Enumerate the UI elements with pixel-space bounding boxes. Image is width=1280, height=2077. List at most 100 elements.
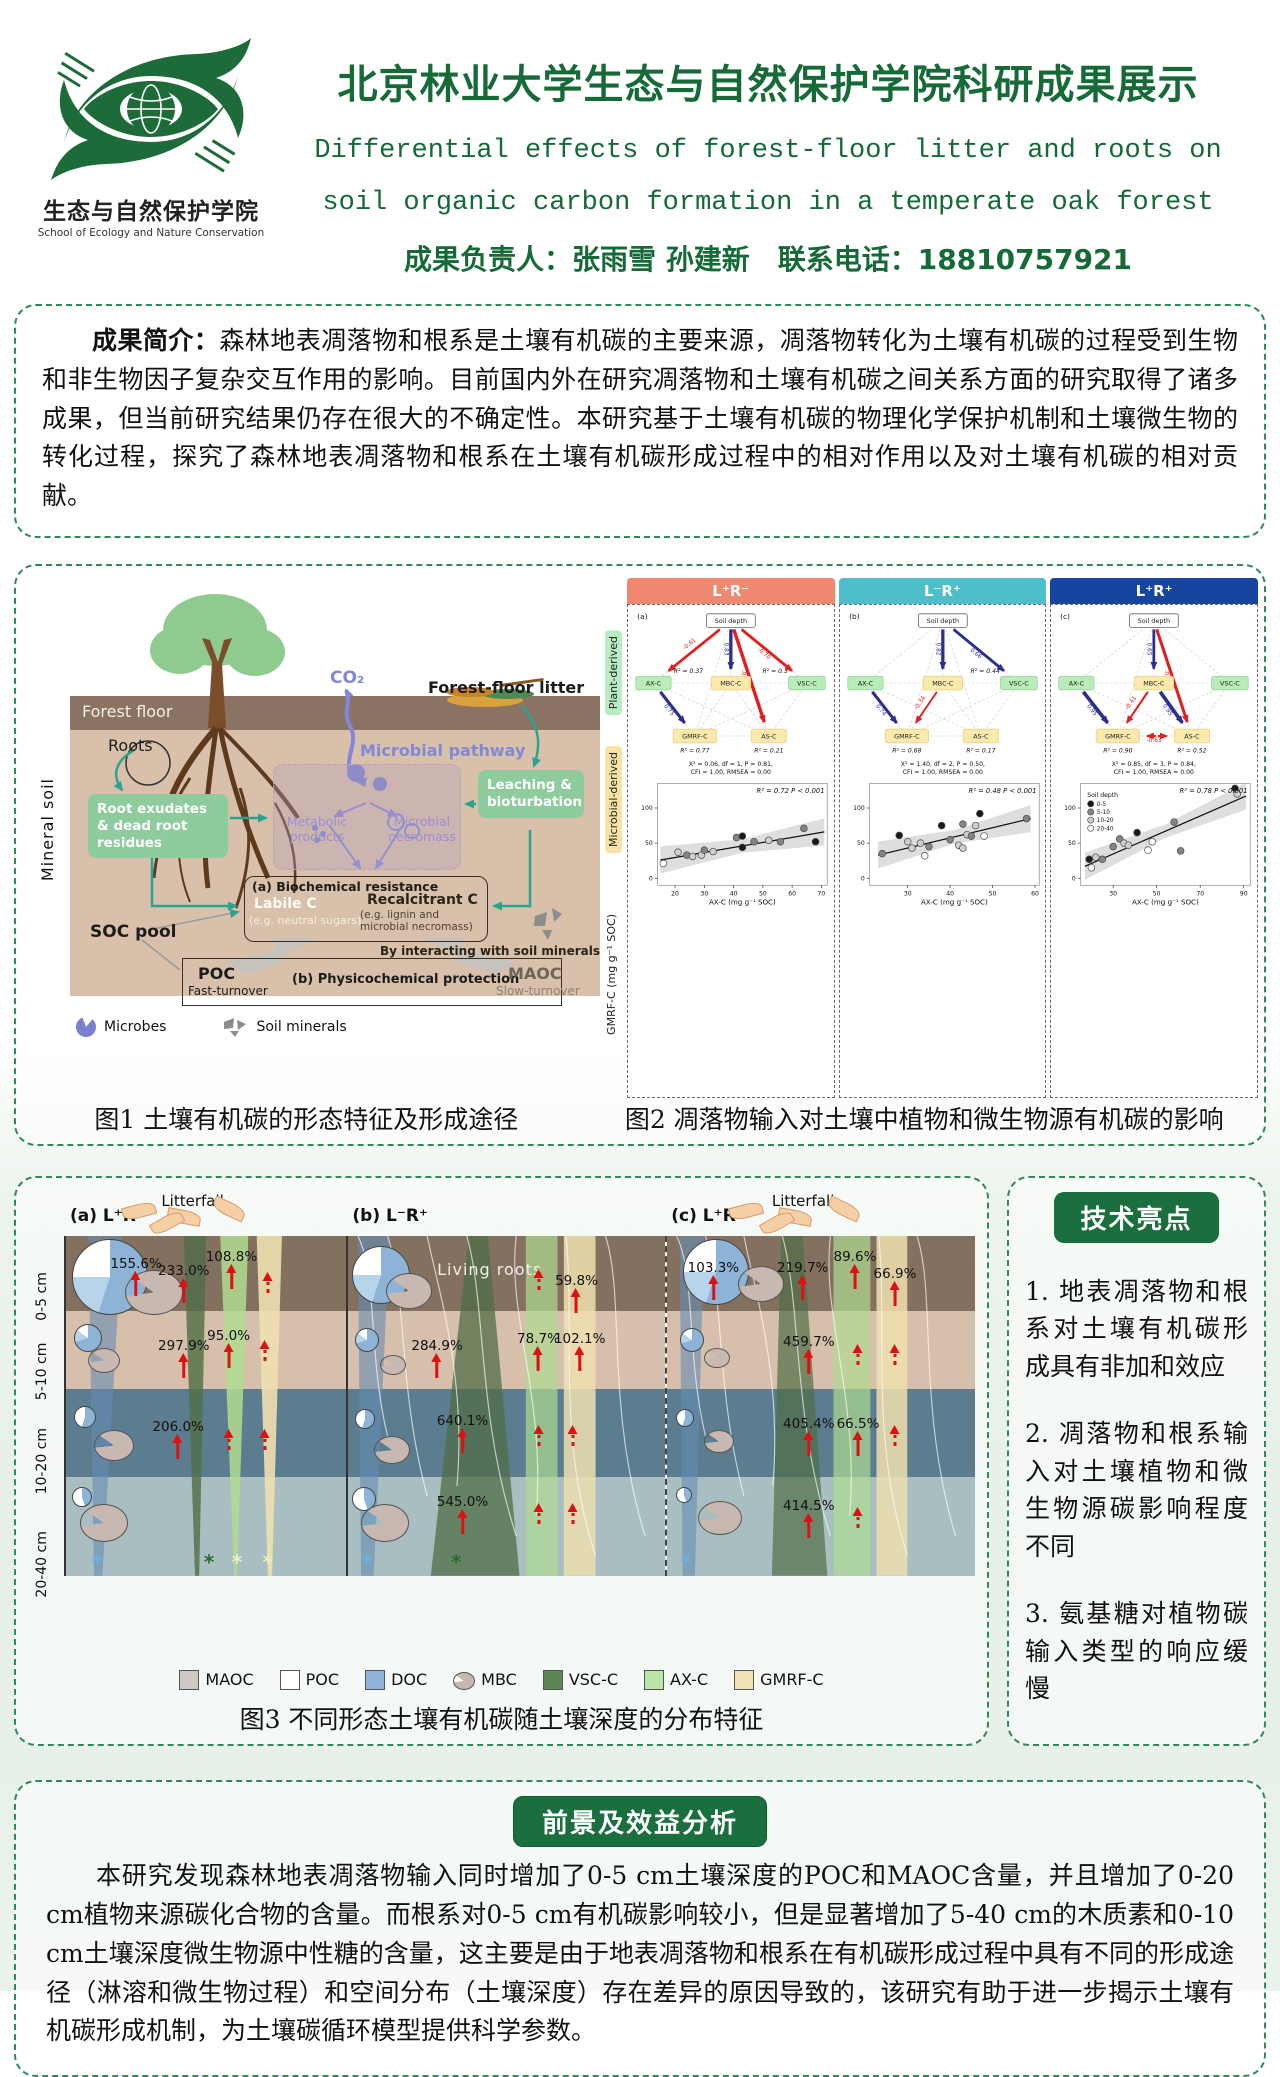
scatter-point [1085,855,1094,863]
doc-pie-chart [71,1487,92,1508]
panel-letter: (c) [1060,612,1070,621]
scatter-xtick: 20 [671,890,679,897]
sem-fit-line1: X² = 0.85, df = 3, P = 0.84, [1112,761,1196,768]
mbc-shape [380,1354,407,1376]
increase-arrow-icon [172,1434,183,1460]
intro-label: 成果简介： [92,326,220,355]
percentage-value: 284.9% [411,1337,463,1354]
sem-node-soil: Soil depth [926,617,958,625]
scatter-point [738,832,747,840]
scatter-xtick: 90 [1240,890,1248,897]
sem-path-arrow [914,691,938,724]
percentage-value: 414.5% [783,1497,835,1514]
scatter-point [967,832,975,840]
percentage-annotation [533,1268,543,1290]
scatter-legend-entry: 0-5 [1097,802,1107,808]
sem-r2-axc: R² = 0.37 [674,668,703,675]
legend-item-GMRF-C: GMRF-C [734,1669,824,1691]
figure1-diagram: Root exudates & dead root residues Leach… [30,578,615,1098]
percentage-annotation [567,1503,578,1525]
highlights-box: 技术亮点 1. 地表凋落物和根系对土壤有机碳形成具有非加和效应 2. 凋落物和根… [1007,1175,1266,1747]
scatter-point [1233,790,1242,798]
litter-label: Forest-floor litter [428,677,585,697]
increase-arrow-icon [456,1427,467,1453]
increase-arrow-dashed-icon [533,1503,543,1525]
percentage-annotation: 233.0% [158,1262,210,1303]
scatter-xtick: 40 [730,890,738,897]
percentage-value: 103.3% [687,1259,740,1276]
sem-r2-asc: R² = 0.52 [1177,747,1206,754]
scatter-xtick: 30 [1110,890,1118,897]
percentage-value: 66.5% [836,1415,880,1432]
legend-label: MBC [481,1670,517,1690]
percentage-annotation [223,1428,234,1450]
percentage-value: 206.0% [152,1419,204,1436]
leaching-box: Leaching & bioturbation [478,769,584,818]
mbc-shape [88,1347,121,1373]
scatter-xtick: 70 [817,890,825,897]
microbial-necromass-label: Microbial necromass [388,813,456,844]
microbes-legend-label: Microbes [104,1018,167,1035]
sem-fit-line2: CFI = 1.00, RMSEA = 0.00 [691,769,771,776]
depth-label-10-20 cm: 10-20 cm [34,1427,50,1495]
percentage-annotation [852,1506,863,1528]
poc-label: POC [198,963,236,983]
scatter-point [674,848,682,856]
increase-arrow-dashed-icon [852,1506,863,1528]
scatter-xlabel: AX-C (mg g⁻¹ SOC) [709,897,776,906]
scatter-point [1087,863,1096,872]
sem-node-vscc: VSC-C [1009,679,1029,687]
protection-arrows [226,937,516,974]
significance-asterisk: * [203,1549,215,1574]
sem-node-axc: AX-C [646,679,662,687]
percentage-annotation: 108.8% [206,1249,257,1290]
sem-path-coefficient: 0.65 [1146,642,1152,655]
scatter-xlabel: AX-C (mg g⁻¹ SOC) [1132,897,1199,906]
percentage-value: 102.1% [553,1330,606,1347]
forest-floor-label: Forest floor [82,701,173,721]
scatter-xtick: 60 [788,890,796,897]
mbc-legend-icon [453,1671,476,1690]
roots-circle-annotation [125,740,171,786]
increase-arrow-dashed-icon [889,1343,900,1365]
percentage-value: 233.0% [158,1262,210,1279]
increase-arrow-dashed-icon [223,1428,234,1450]
intro-text: 森林地表凋落物和根系是土壤有机碳的主要来源，凋落物转化为土壤有机碳的过程受到生物… [42,326,1238,510]
scatter-point [1092,853,1100,861]
sem-node-vscc: VSC-C [1220,679,1240,687]
legend-label: GMRF-C [760,1669,824,1689]
scatter-xtick: 70 [1197,890,1205,897]
scatter-point [1144,846,1152,854]
school-name-cn: 生态与自然保护学院 [43,199,259,225]
prospect-box: 前景及效益分析 本研究发现森林地表凋落物输入同时增加了0-5 cm土壤深度的PO… [14,1780,1266,2077]
legend-item-AX-C: AX-C [644,1670,708,1691]
scatter-point [1109,842,1118,851]
highlights-title: 技术亮点 [1054,1191,1219,1243]
school-name-en: School of Ecology and Nature Conservatio… [37,226,265,239]
increase-arrow-icon [797,1274,808,1300]
soil-minerals-legend-icon [224,1017,247,1037]
axc-column [525,1235,558,1576]
sem-path-arrow [870,690,898,724]
increase-arrow-dashed-icon [567,1425,578,1447]
intro-paragraph: 成果简介：森林地表凋落物和根系是土壤有机碳的主要来源，凋落物转化为土壤有机碳的过… [42,322,1238,516]
recalcitrant-c-label: Recalcitrant C [367,891,478,908]
soil-band [348,1310,666,1389]
percentage-annotation [533,1425,543,1447]
scatter-xtick: 30 [903,890,911,897]
increase-arrow-dashed-icon [259,1428,270,1450]
percentage-annotation: 459.7% [783,1334,835,1375]
sem-path-coefficient: 0.66 [968,647,982,660]
soil-minerals-icon [534,907,562,940]
scatter-point [688,852,697,861]
percentage-annotation: 640.1% [437,1413,488,1453]
sem-path-coefficient: -0.63 [1147,738,1162,744]
significance-asterisk: * [450,1549,462,1574]
percentage-annotation: 102.1% [554,1331,605,1371]
sem-fit-line2: CFI = 1.00, RMSEA = 0.00 [902,769,982,776]
depth-label-0-5 cm: 0-5 cm [34,1272,50,1321]
scatter-point [700,846,708,854]
